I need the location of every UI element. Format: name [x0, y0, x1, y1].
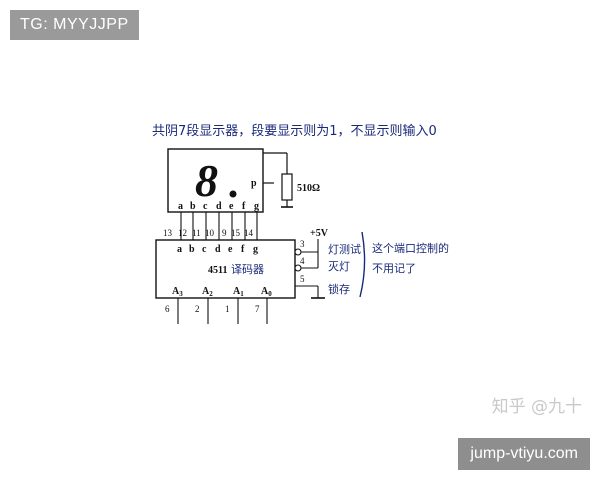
seg-label-chip-g: g: [253, 244, 258, 255]
pin-num-14: 14: [244, 228, 254, 238]
input-label-a0: A0: [261, 286, 272, 298]
seg-label-chip-d: d: [215, 244, 221, 255]
seg-label-top-f: f: [242, 201, 246, 212]
pin-num-9: 9: [222, 228, 227, 238]
chip-suffix: 译码器: [231, 263, 264, 276]
note-blanking: 灭灯: [328, 260, 350, 273]
note-latch: 锁存: [328, 282, 350, 296]
pin-num-12: 12: [178, 228, 187, 238]
pin-num-4: 4: [300, 256, 305, 266]
note-right-2: 不用记了: [372, 262, 416, 275]
seg-label-chip-a: a: [177, 244, 182, 255]
seg-label-top-b: b: [190, 201, 196, 212]
note-top: 共阴7段显示器，段要显示则为1，不显示则输入0: [152, 123, 437, 139]
pin-num-10: 10: [205, 228, 215, 238]
seg-label-top-g: g: [254, 201, 259, 212]
input-label-a3: A3: [172, 286, 183, 298]
decimal-point: [229, 190, 237, 198]
pin-num-13: 13: [163, 228, 173, 238]
display-box: [167, 148, 264, 213]
input-label-a2: A2: [202, 286, 213, 298]
note-lamp-test: 灯测试: [328, 243, 361, 256]
seven-seg-digit: 8: [195, 155, 218, 206]
pin-num-1: 1: [225, 304, 230, 314]
seg-label-chip-b: b: [189, 244, 195, 255]
zhihu-watermark: 知乎 @九十: [491, 397, 582, 417]
pin-num-15: 15: [231, 228, 241, 238]
pin-num-3: 3: [300, 239, 305, 249]
resistor: [281, 173, 293, 201]
seg-label-top-a: a: [178, 201, 183, 212]
p-label: p: [251, 178, 257, 189]
pin-num-7: 7: [255, 304, 260, 314]
top-watermark-tag: TG: MYYJJPP: [10, 10, 139, 40]
pin-num-11: 11: [192, 228, 201, 238]
seg-label-chip-c: c: [202, 244, 207, 255]
seg-label-chip-e: e: [228, 244, 233, 255]
resistor-value: 510Ω: [297, 183, 320, 194]
seg-label-chip-f: f: [241, 244, 245, 255]
pin-num-5: 5: [300, 274, 305, 284]
input-label-a1: A1: [233, 286, 244, 298]
pin-num-2: 2: [195, 304, 200, 314]
pin-num-6: 6: [165, 304, 170, 314]
bottom-watermark-tag: jump-vtiyu.com: [458, 438, 590, 470]
brace-mark: [359, 231, 366, 298]
chip-name: 4511: [208, 265, 227, 276]
seg-label-top-e: e: [229, 201, 234, 212]
seg-label-top-c: c: [203, 201, 208, 212]
pin3-bubble: [294, 248, 302, 256]
seg-label-top-d: d: [216, 201, 222, 212]
note-right-1: 这个端口控制的: [372, 241, 449, 255]
vcc-label: +5V: [310, 228, 329, 239]
